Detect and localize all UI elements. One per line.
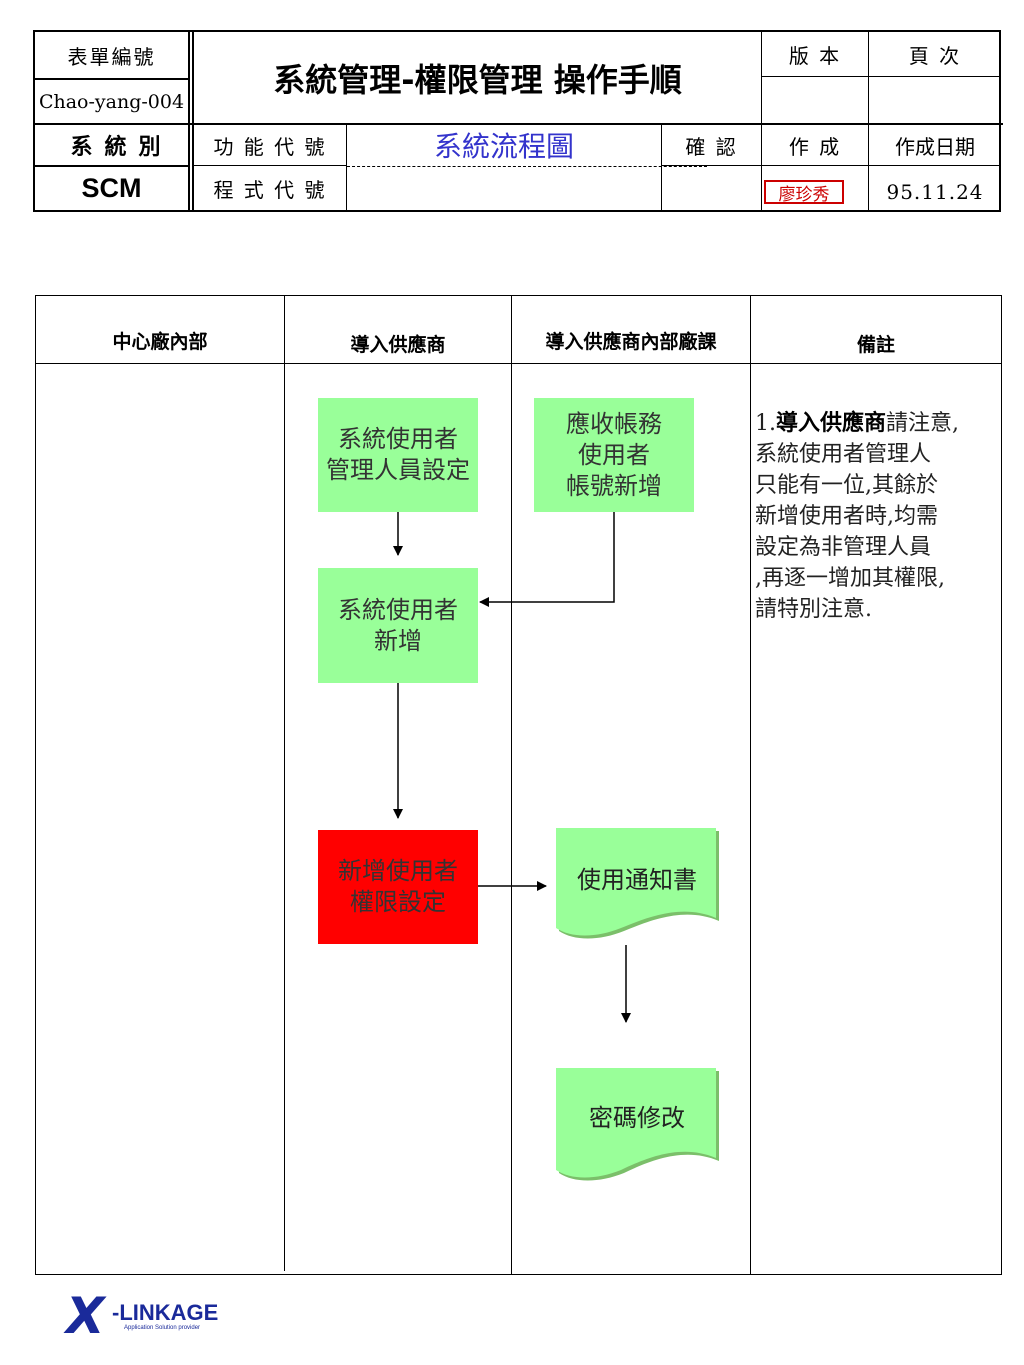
password-document-shape [556,1068,719,1181]
note-text: 請注意, 系統使用者管理人 只能有一位,其餘於 新增使用者時,均需 設定為非管理… [755,411,960,622]
divider [761,32,762,210]
account-add-node: 應收帳務 使用者 帳號新增 [534,398,694,512]
company-logo: X -LINKAGE Application Solution provider [66,1290,266,1346]
remarks-note: 1.導入供應商請注意, 系統使用者管理人 只能有一位,其餘於 新增使用者時,均需… [755,408,1000,625]
notice-node: 使用通知書 [577,865,697,894]
swimlane-chart [35,295,1002,1275]
note-emphasis: 導入供應商 [776,410,887,436]
lane-header-divider [35,363,1002,364]
permission-setup-node: 新增使用者 權限設定 [318,830,478,944]
note-prefix: 1. [755,411,776,436]
form-number-label: 表單編號 [67,44,156,69]
lane-header-supplier-internal: 導入供應商內部廠課 [545,330,717,353]
version-label: 版 本 [788,43,842,68]
logo-tagline: Application Solution provider [124,1325,201,1331]
lane-header-supplier: 導入供應商 [350,333,446,356]
form-number: Chao-yang-004 [38,90,185,113]
divider [35,123,1003,125]
system-value: SCM [81,173,142,203]
author-label: 作 成 [788,134,842,159]
author-stamp: 廖珍秀 [764,180,844,205]
lane-header-remarks: 備註 [856,333,895,356]
lane-divider [284,295,285,1271]
divider [188,32,190,210]
lane-header-center-factory: 中心廠內部 [112,330,208,353]
date-label: 作成日期 [895,134,975,159]
lane-divider [511,295,512,1275]
divider [35,165,190,167]
logo-mark: X [66,1287,105,1345]
divider [661,124,662,210]
function-code-value: 系統流程圖 [433,129,574,163]
logo-name: -LINKAGE [112,1300,219,1325]
divider [346,124,347,210]
user-add-node: 系統使用者 新增 [318,568,478,683]
document-title: 系統管理-權限管理 操作手順 [273,60,682,99]
page-label: 頁 次 [908,43,962,68]
password-node: 密碼修改 [589,1103,685,1132]
header-form: 表單編號 Chao-yang-004 系統管理-權限管理 操作手順 版 本 頁 … [33,30,1003,212]
date-value: 95.11.24 [886,180,984,204]
divider [35,78,190,80]
divider [661,165,1001,166]
confirm-label: 確 認 [685,134,738,159]
divider [194,165,346,166]
system-label: 系統別 [70,134,173,160]
dashed-divider [347,166,707,167]
divider [761,76,1001,77]
notice-document-shape [556,828,719,939]
divider [868,32,869,210]
divider [192,32,194,210]
function-code-label: 功 能 代 號 [213,134,327,159]
program-code-label: 程 式 代 號 [213,177,327,202]
lane-divider [750,295,751,1275]
admin-setup-node: 系統使用者 管理人員設定 [318,398,478,512]
